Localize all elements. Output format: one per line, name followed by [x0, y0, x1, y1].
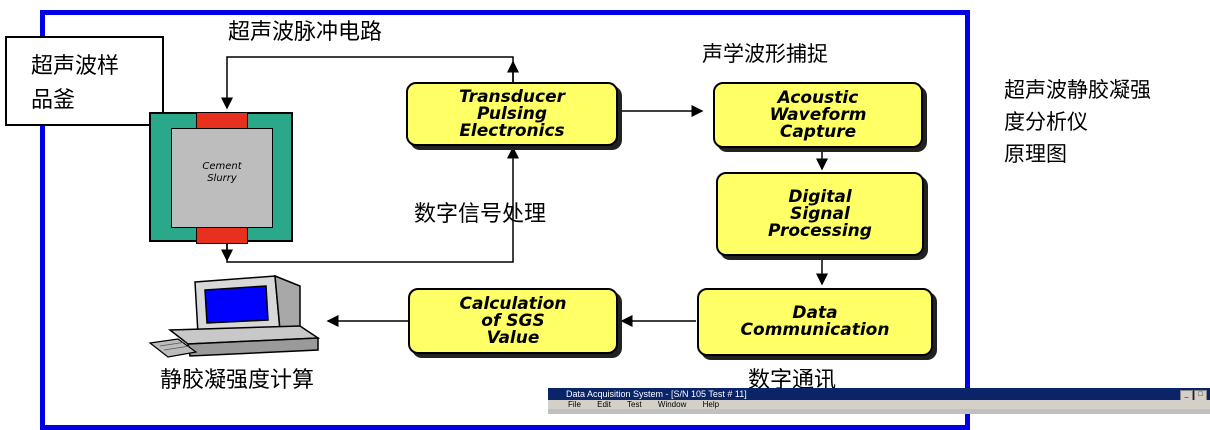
data-comm-box: Data Communication — [697, 288, 933, 356]
acoustic-line3: Capture — [779, 121, 857, 142]
sample-kettle-label: 超声波样 品釜 — [5, 36, 164, 126]
transducer-line3: Electronics — [459, 120, 565, 141]
transducer-box: Transducer Pulsing Electronics — [406, 82, 618, 146]
menu-edit[interactable]: Edit — [597, 400, 611, 409]
app-toolbar — [548, 409, 1210, 414]
acoustic-line2: Waveform — [769, 104, 867, 125]
transducer-line1: Transducer — [458, 86, 566, 107]
calc-label: 静胶凝强度计算 — [160, 368, 315, 393]
side-title-line2: 度分析仪 — [1004, 110, 1088, 134]
calculation-box: Calculation of SGS Value — [408, 288, 618, 354]
side-title-line1: 超声波静胶凝强 — [1004, 78, 1151, 102]
side-title-line3: 原理图 — [1004, 142, 1067, 166]
menu-file[interactable]: File — [568, 400, 581, 409]
dsp-box: Digital Signal Processing — [716, 172, 924, 256]
transducer-line2: Pulsing — [476, 103, 547, 124]
calc-line2: of SGS — [481, 310, 545, 331]
acoustic-box: Acoustic Waveform Capture — [713, 82, 923, 148]
pulse-circuit-label: 超声波脉冲电路 — [228, 20, 383, 45]
dsp-line1: Digital — [788, 186, 852, 207]
calc-line3: Value — [486, 327, 540, 348]
dsp-label: 数字信号处理 — [414, 202, 547, 227]
app-window-titlebar[interactable]: Data Acquisition System - [S/N 105 Test … — [548, 388, 1210, 400]
sample-kettle-line1: 超声波样 — [31, 54, 120, 79]
connector-lines — [221, 56, 828, 327]
cement-cell: Cement Slurry — [149, 112, 293, 244]
dsp-line3: Processing — [768, 220, 872, 241]
menu-help[interactable]: Help — [702, 400, 720, 409]
dsp-line2: Signal — [790, 203, 850, 224]
calc-line1: Calculation — [459, 293, 567, 314]
app-menu-bar: File Edit Test Window Help — [548, 400, 1210, 409]
app-window-title: Data Acquisition System - [S/N 105 Test … — [566, 389, 747, 399]
data-comm-line1: Data — [792, 303, 838, 323]
cell-text-line2: Slurry — [207, 173, 237, 184]
sample-kettle-line2: 品釜 — [31, 88, 76, 113]
acoustic-line1: Acoustic — [777, 87, 859, 108]
menu-test[interactable]: Test — [627, 400, 642, 409]
cell-inner: Cement Slurry — [171, 128, 273, 228]
cell-text-line1: Cement — [202, 161, 242, 172]
waveform-capture-label: 声学波形捕捉 — [702, 42, 828, 66]
data-comm-line2: Communication — [740, 320, 890, 340]
menu-window[interactable]: Window — [657, 400, 687, 409]
computer-icon — [148, 274, 321, 358]
